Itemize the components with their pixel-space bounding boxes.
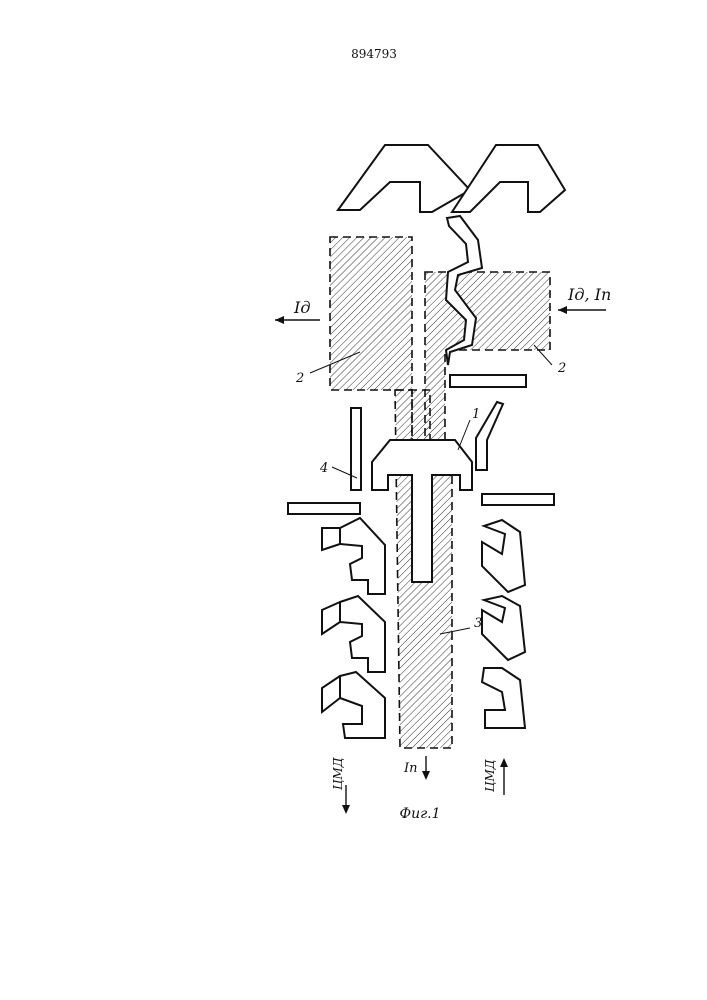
label-1: 1: [472, 407, 480, 422]
bar-left-lower: [288, 503, 360, 514]
bar-right-lower: [482, 494, 554, 505]
patent-number: 894793: [351, 47, 397, 61]
top-chevron-left: [338, 145, 470, 212]
bar-right-upper: [450, 375, 526, 387]
left-track-chevron-2: [322, 596, 385, 672]
arrow-ip-down: [422, 756, 430, 780]
top-chevron-right: [452, 145, 565, 212]
leader-1: [458, 420, 470, 450]
left-track-chevron-1: [322, 518, 385, 594]
right-track-chevron-1: [482, 520, 525, 592]
arrow-id-ip-right: [558, 306, 606, 314]
arrow-id-left: [275, 316, 320, 324]
left-track-chevron-3: [322, 672, 385, 738]
label-cmd-left: ЦМД: [331, 757, 345, 790]
label-id-ip-right: Iд, Iп: [567, 285, 611, 304]
label-2-left: 2: [295, 371, 304, 386]
right-track-chevron-2: [482, 596, 525, 660]
element-1: [372, 440, 472, 582]
figure-caption: Фиг.1: [399, 806, 440, 822]
label-id-left: Iд: [293, 298, 310, 317]
label-cmd-right: ЦМД: [483, 759, 497, 792]
label-2-right: 2: [557, 361, 566, 376]
right-track-chevron-3: [482, 668, 525, 728]
label-3: 3: [474, 616, 482, 631]
label-4: 4: [319, 461, 328, 476]
arrow-cmd-right-up: [500, 758, 508, 795]
zone-2-left: [330, 237, 430, 452]
label-ip-bottom: Iп: [403, 761, 418, 776]
